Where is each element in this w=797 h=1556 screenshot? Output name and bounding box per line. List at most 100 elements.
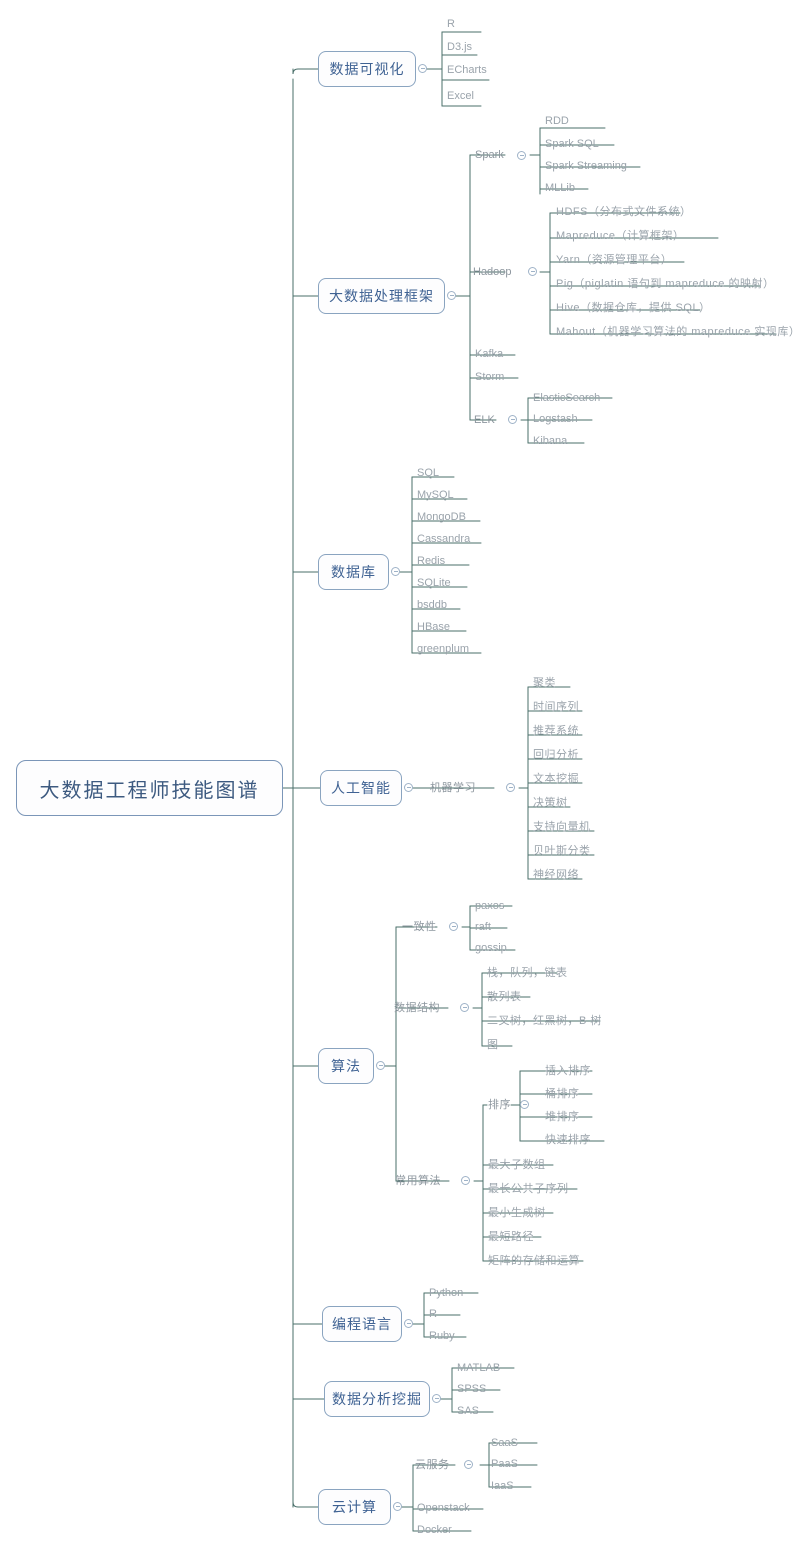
leaf-docker[interactable]: Docker — [417, 1524, 452, 1536]
toggle-elk[interactable] — [508, 415, 517, 424]
leaf-ruby[interactable]: Ruby — [429, 1330, 455, 1342]
leaf-hash-table[interactable]: 散列表 — [487, 991, 522, 1003]
toggle-programming-languages[interactable] — [404, 1319, 413, 1328]
leaf-python[interactable]: Python — [429, 1287, 464, 1299]
toggle-sorting[interactable] — [520, 1100, 529, 1109]
leaf-rdd[interactable]: RDD — [545, 115, 569, 127]
leaf-sas[interactable]: SAS — [457, 1405, 480, 1417]
leaf-max-subarray[interactable]: 最大子数组 — [488, 1159, 546, 1171]
leaf-text-mining[interactable]: 文本挖掘 — [533, 773, 579, 785]
root-node[interactable]: 大数据工程师技能图谱 — [16, 760, 283, 816]
leaf-paxos[interactable]: paxos — [475, 900, 505, 912]
leaf-greenplum[interactable]: greenplum — [417, 643, 469, 655]
leaf-bsddb[interactable]: bsddb — [417, 599, 447, 611]
toggle-hadoop[interactable] — [528, 267, 537, 276]
hub-cloud-service[interactable]: 云服务 — [415, 1459, 450, 1471]
leaf-heap-sort[interactable]: 堆排序 — [545, 1111, 580, 1123]
leaf-pig[interactable]: Pig（piglatin 语句到 mapreduce 的映射） — [556, 278, 775, 290]
leaf-excel[interactable]: Excel — [447, 90, 474, 102]
leaf-svm[interactable]: 支持向量机 — [533, 821, 591, 833]
branch-node-database[interactable]: 数据库 — [318, 554, 389, 590]
leaf-sqlite[interactable]: SQLite — [417, 577, 451, 589]
leaf-raft[interactable]: raft — [475, 921, 491, 933]
leaf-logstash[interactable]: Logstash — [533, 413, 578, 425]
hub-elk[interactable]: ELK — [474, 414, 495, 426]
leaf-iaas[interactable]: IaaS — [491, 1480, 514, 1492]
leaf-storm[interactable]: Storm — [475, 371, 505, 383]
leaf-mapreduce[interactable]: Mapreduce（计算框架） — [556, 230, 685, 242]
toggle-data-analysis-mining[interactable] — [432, 1394, 441, 1403]
leaf-gossip[interactable]: gossip — [475, 942, 507, 954]
toggle-data-visualization[interactable] — [418, 64, 427, 73]
leaf-trees[interactable]: 二叉树，红黑树，B 树 — [487, 1015, 602, 1027]
hub-data-structures[interactable]: 数据结构 — [394, 1002, 440, 1014]
toggle-algorithms[interactable] — [376, 1061, 385, 1070]
toggle-common-algorithms[interactable] — [461, 1176, 470, 1185]
leaf-spss[interactable]: SPSS — [457, 1383, 487, 1395]
leaf-mysql[interactable]: MySQL — [417, 489, 454, 501]
leaf-r-viz[interactable]: R — [447, 18, 455, 30]
leaf-mahout[interactable]: Mahout（机器学习算法的 mapreduce 实现库） — [556, 326, 797, 338]
toggle-spark[interactable] — [517, 151, 526, 160]
toggle-cloud-computing[interactable] — [393, 1502, 402, 1511]
leaf-cassandra[interactable]: Cassandra — [417, 533, 471, 545]
branch-node-algorithms[interactable]: 算法 — [318, 1048, 374, 1084]
leaf-time-series[interactable]: 时间序列 — [533, 701, 579, 713]
branch-node-data-visualization[interactable]: 数据可视化 — [318, 51, 416, 87]
leaf-spark-streaming[interactable]: Spark Streaming — [545, 160, 627, 172]
toggle-data-structures[interactable] — [460, 1003, 469, 1012]
hub-common-algorithms[interactable]: 常用算法 — [395, 1175, 441, 1187]
leaf-recommender-system[interactable]: 推荐系统 — [533, 725, 579, 737]
leaf-clustering[interactable]: 聚类 — [533, 677, 556, 689]
leaf-lcs[interactable]: 最长公共子序列 — [488, 1183, 569, 1195]
leaf-quick-sort[interactable]: 快速排序 — [545, 1134, 591, 1146]
leaf-kibana[interactable]: Kibana — [533, 435, 568, 447]
hub-sorting[interactable]: 排序 — [488, 1099, 511, 1111]
branch-node-programming-languages[interactable]: 编程语言 — [322, 1306, 402, 1342]
leaf-elasticsearch[interactable]: ElasticSearch — [533, 392, 601, 404]
hub-spark[interactable]: Spark — [475, 149, 504, 161]
toggle-database[interactable] — [391, 567, 400, 576]
leaf-matrix-storage-operations[interactable]: 矩阵的存储和运算 — [488, 1255, 580, 1267]
branch-node-bigdata-framework[interactable]: 大数据处理框架 — [318, 278, 445, 314]
leaf-redis[interactable]: Redis — [417, 555, 446, 567]
toggle-machine-learning[interactable] — [506, 783, 515, 792]
hub-machine-learning[interactable]: 机器学习 — [430, 782, 476, 794]
toggle-cloud-service[interactable] — [464, 1460, 473, 1469]
leaf-graph[interactable]: 图 — [487, 1039, 499, 1051]
leaf-insertion-sort[interactable]: 插入排序 — [545, 1065, 591, 1077]
leaf-yarn[interactable]: Yarn（资源管理平台） — [556, 254, 673, 266]
leaf-stack-queue-list[interactable]: 栈，队列，链表 — [487, 967, 568, 979]
toggle-artificial-intelligence[interactable] — [404, 783, 413, 792]
leaf-bucket-sort[interactable]: 桶排序 — [545, 1088, 580, 1100]
leaf-matlab[interactable]: MATLAB — [457, 1362, 501, 1374]
leaf-sql[interactable]: SQL — [417, 467, 440, 479]
branch-node-artificial-intelligence[interactable]: 人工智能 — [320, 770, 402, 806]
leaf-hive[interactable]: Hive（数据仓库，提供 SQL） — [556, 302, 711, 314]
leaf-hdfs[interactable]: HDFS（分布式文件系统） — [556, 206, 692, 218]
leaf-regression-analysis[interactable]: 回归分析 — [533, 749, 579, 761]
toggle-bigdata-framework[interactable] — [447, 291, 456, 300]
leaf-paas[interactable]: PaaS — [491, 1458, 518, 1470]
leaf-openstack[interactable]: Openstack — [417, 1502, 470, 1514]
leaf-saas[interactable]: SaaS — [491, 1437, 518, 1449]
branch-label: 数据分析挖掘 — [332, 1391, 422, 1407]
leaf-decision-tree[interactable]: 决策树 — [533, 797, 568, 809]
leaf-shortest-path[interactable]: 最短路径 — [488, 1231, 534, 1243]
leaf-minimum-spanning-tree[interactable]: 最小生成树 — [488, 1207, 546, 1219]
leaf-bayesian-classification[interactable]: 贝叶斯分类 — [533, 845, 591, 857]
leaf-spark-sql[interactable]: Spark SQL — [545, 138, 599, 150]
hub-hadoop[interactable]: Hadoop — [473, 266, 512, 278]
leaf-d3js[interactable]: D3.js — [447, 41, 473, 53]
branch-node-cloud-computing[interactable]: 云计算 — [318, 1489, 391, 1525]
leaf-neural-network[interactable]: 神经网络 — [533, 869, 579, 881]
leaf-kafka[interactable]: Kafka — [475, 348, 504, 360]
branch-node-data-analysis-mining[interactable]: 数据分析挖掘 — [324, 1381, 430, 1417]
leaf-hbase[interactable]: HBase — [417, 621, 451, 633]
leaf-echarts[interactable]: ECharts — [447, 64, 487, 76]
toggle-consistency[interactable] — [449, 922, 458, 931]
leaf-mongodb[interactable]: MongoDB — [417, 511, 466, 523]
leaf-mllib[interactable]: MLLib — [545, 182, 575, 194]
leaf-r-lang[interactable]: R — [429, 1308, 437, 1320]
hub-consistency[interactable]: 一致性 — [402, 921, 437, 933]
